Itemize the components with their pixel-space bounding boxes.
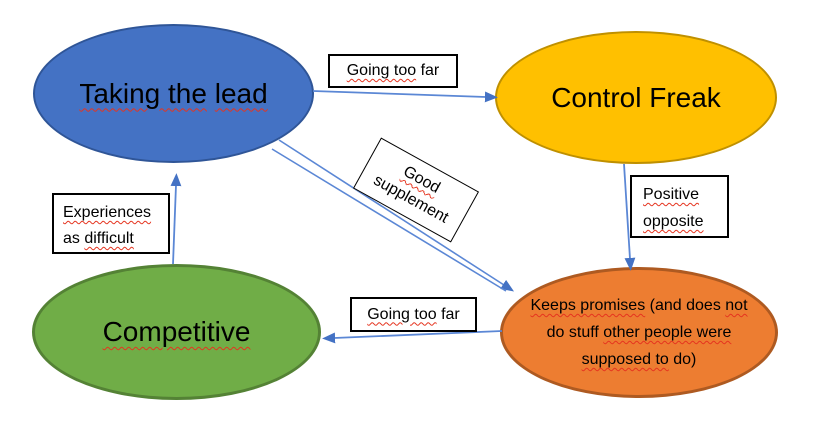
- node-keeps-promises[interactable]: Keeps promises (and does not do stuff ot…: [500, 267, 778, 398]
- label-line: do stuff other people were: [547, 319, 732, 346]
- edge-label-good-supplement[interactable]: Good supplement: [352, 137, 480, 243]
- label-part: Control Freak: [551, 81, 721, 113]
- label-part: as: [63, 230, 85, 247]
- edge-label-text: Going too far: [367, 306, 460, 324]
- connector-keeps-to-competitive[interactable]: [322, 330, 503, 344]
- node-taking-the-lead[interactable]: Taking the lead: [33, 24, 314, 163]
- label-line: as difficult: [63, 226, 168, 252]
- label-part: Experiences: [63, 204, 152, 221]
- node-control-freak[interactable]: Control Freak: [495, 31, 777, 164]
- node-keeps-promises-label: Keeps promises (and does not do stuff ot…: [530, 292, 747, 373]
- node-control-freak-label: Control Freak: [551, 82, 721, 114]
- label-line: Keeps promises (and does not: [530, 292, 747, 319]
- label-part: Competitive: [102, 316, 251, 347]
- label-part: do stuff: [546, 324, 604, 341]
- label-part: do): [668, 351, 697, 368]
- edge-label-experiences-as-difficult[interactable]: Experiences as difficult: [52, 193, 170, 254]
- edge-label-text: Going too far: [347, 62, 440, 80]
- label-part: Going too: [367, 305, 437, 323]
- edge-label-positive-opposite[interactable]: Positive opposite: [630, 175, 729, 238]
- label-line: Positive: [643, 181, 727, 208]
- label-part: not: [725, 297, 748, 314]
- connector-competitive-to-taking[interactable]: [170, 173, 182, 265]
- label-part: other people were: [603, 324, 732, 341]
- label-part: lead: [214, 77, 268, 109]
- label-line: Experiences: [63, 200, 168, 226]
- node-competitive-label: Competitive: [103, 316, 251, 348]
- label-part: opposite: [643, 213, 704, 230]
- label-part: far: [416, 62, 440, 79]
- node-taking-the-lead-label: Taking the lead: [79, 78, 267, 110]
- label-line: opposite: [643, 208, 727, 235]
- node-competitive[interactable]: Competitive: [32, 264, 321, 400]
- label-part: far: [436, 305, 460, 323]
- label-part: (and does: [645, 297, 726, 314]
- label-part: [207, 78, 215, 109]
- label-part: difficult: [84, 230, 134, 247]
- label-line: supposed to do): [582, 346, 697, 373]
- edge-label-going-too-far-top[interactable]: Going too far: [328, 54, 458, 88]
- label-part: Taking the: [79, 77, 207, 109]
- label-part: Positive: [643, 186, 700, 203]
- label-part: Going too: [346, 62, 417, 79]
- edge-label-going-too-far-bottom[interactable]: Going too far: [350, 297, 477, 332]
- label-part: Keeps promises: [530, 297, 646, 314]
- connector-taking-to-control[interactable]: [312, 90, 498, 103]
- label-part: supposed to: [581, 351, 669, 368]
